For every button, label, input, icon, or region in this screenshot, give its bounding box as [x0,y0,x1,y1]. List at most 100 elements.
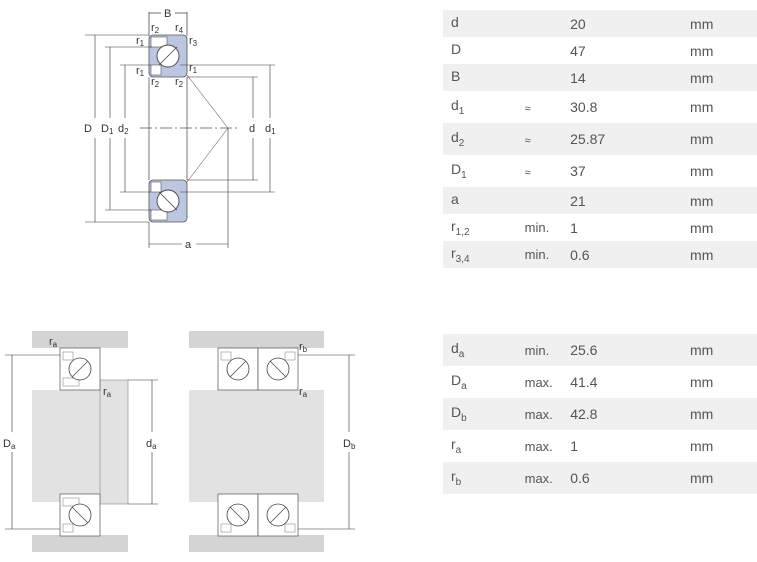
row-qualifier [524,10,571,37]
row-unit: mm [690,214,757,241]
label-Da: Da [3,438,16,451]
row-qualifier: ≈ [524,155,571,187]
label-r1-mid: r1 [136,65,145,78]
dimension-a [148,128,229,248]
row-qualifier: ≈ [524,91,571,123]
row-value: 42.8 [570,398,690,430]
label-r4-top: r4 [175,22,184,35]
row-unit: mm [690,366,757,398]
lower-bearing-section [148,179,188,223]
row-symbol: r1,2 [443,214,525,241]
row-value: 25.87 [570,123,691,155]
row-qualifier: min. [524,214,571,241]
row-qualifier: max. [524,398,571,430]
label-r2-top: r2 [151,22,160,35]
abutment-diagram-paired [189,331,355,552]
label-r1-top: r1 [136,35,145,48]
row-unit: mm [690,241,757,268]
row-qualifier: max. [524,462,571,494]
row-symbol: r3,4 [443,241,525,268]
label-ra-abut2: ra [299,386,308,399]
label-Db: Db [343,438,356,451]
label-ra-abut1-top: ra [49,336,58,349]
dimension-b [148,12,188,36]
upper-bearing-section [148,34,188,78]
row-unit: mm [690,334,757,366]
bore-outline [140,77,240,180]
label-rb: rb [299,341,308,354]
label-r1-right: r1 [189,62,198,75]
row-symbol: D1 [443,155,525,187]
row-unit: mm [690,10,757,37]
row-qualifier: min. [524,241,571,268]
label-r3: r3 [189,35,198,48]
row-qualifier [524,187,571,214]
row-value: 0.6 [570,462,690,494]
row-value: 25.6 [570,334,690,366]
label-a: a [185,239,192,251]
row-symbol: B [443,64,525,91]
label-d: d [249,123,255,135]
row-symbol: Db [443,398,525,430]
row-value: 14 [570,64,691,91]
row-value: 1 [570,214,691,241]
row-value: 41.4 [570,366,690,398]
row-unit: mm [690,462,757,494]
label-ra-abut1-mid: ra [103,386,112,399]
contact-angle-lines [186,74,229,183]
row-unit: mm [690,187,757,214]
row-unit: mm [690,155,757,187]
row-qualifier: max. [524,430,571,462]
label-r2-bottom-right: r2 [175,76,184,89]
row-symbol: da [443,334,525,366]
row-value: 47 [570,37,691,64]
label-r2-bottom-left: r2 [151,76,160,89]
row-symbol: ra [443,430,525,462]
row-symbol: d [443,10,525,37]
row-qualifier [524,64,571,91]
row-value: 0.6 [570,241,691,268]
row-qualifier: min. [524,334,571,366]
row-unit: mm [690,37,757,64]
row-symbol: D [443,37,525,64]
row-value: 30.8 [570,91,691,123]
row-symbol: Da [443,366,525,398]
row-unit: mm [690,91,757,123]
label-b: B [164,8,171,20]
label-d1: d1 [265,123,276,136]
row-symbol: rb [443,462,525,494]
row-symbol: d2 [443,123,525,155]
row-unit: mm [690,398,757,430]
row-value: 37 [570,155,691,187]
label-D: D [84,123,92,135]
row-qualifier [524,37,571,64]
row-unit: mm [690,64,757,91]
label-d2: d2 [118,123,129,136]
row-symbol: a [443,187,525,214]
row-unit: mm [690,123,757,155]
label-da: da [146,438,157,451]
abutment-diagram-single [5,331,158,552]
right-dimension-lines [180,64,275,193]
row-value: 20 [570,10,691,37]
left-dimension-lines [85,34,152,223]
row-value: 1 [570,430,690,462]
